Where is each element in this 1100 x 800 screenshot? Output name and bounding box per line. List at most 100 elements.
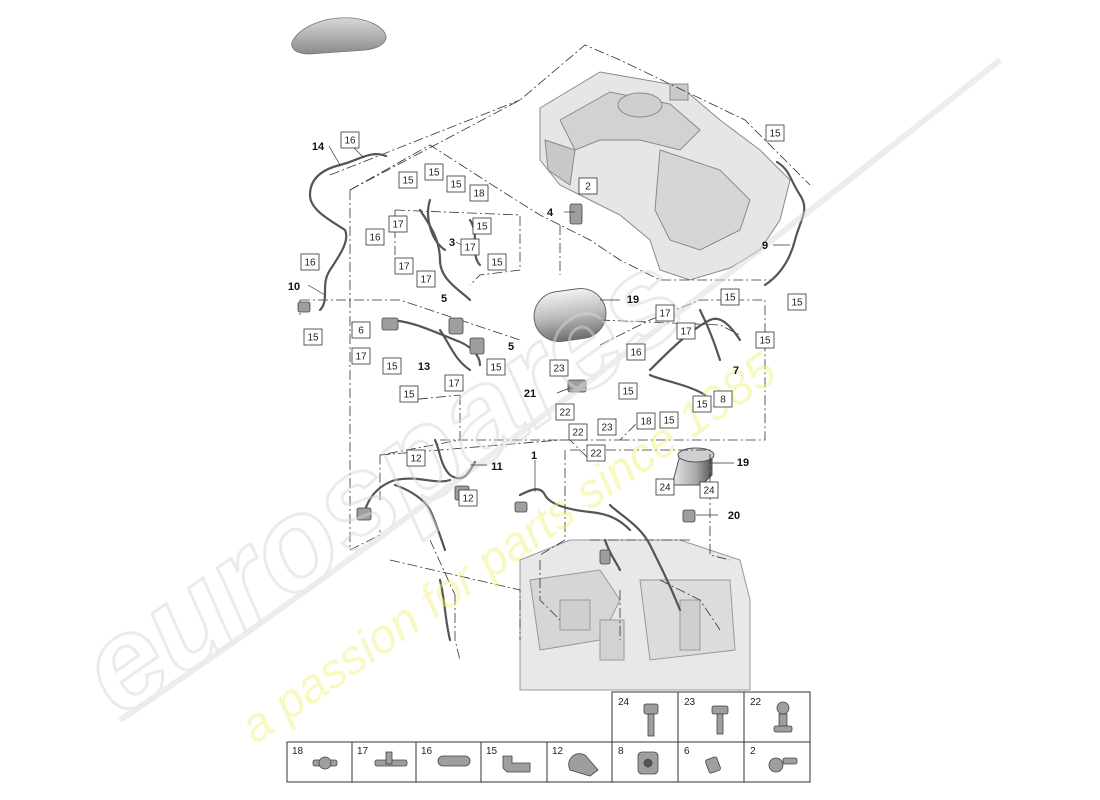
legend-tpiece-17-icon — [374, 751, 408, 767]
callout-c5a: 5 — [441, 293, 447, 305]
legend-grommet-8-icon — [637, 751, 659, 775]
label-box-b18a: 18 — [469, 184, 489, 202]
callout-c21: 21 — [524, 388, 536, 400]
label-box-b24a: 24 — [655, 478, 675, 496]
label-box-text: 18 — [640, 417, 652, 428]
label-box-b23b: 23 — [597, 418, 617, 436]
label-box-text: 6 — [358, 326, 364, 337]
callout-c9: 9 — [762, 240, 768, 252]
label-box-text: 17 — [398, 262, 410, 273]
assembly-outline-lines — [299, 44, 811, 661]
label-box-text: 22 — [590, 449, 602, 460]
label-box-b15a: 15 — [398, 171, 418, 189]
label-box-text: 23 — [601, 423, 613, 434]
label-box-b15e: 15 — [487, 253, 507, 271]
callout-c10: 10 — [288, 281, 300, 293]
box-labels: 16 15 15 15 18 17 15 16 17 17 17 15 16 15 6 17 15 15 17 15 2… — [300, 124, 807, 507]
label-box-b22c: 22 — [586, 444, 606, 462]
label-box-text: 15 — [386, 362, 398, 373]
label-box-b23a: 23 — [549, 359, 569, 377]
label-box-text: 15 — [622, 387, 634, 398]
label-box-b16a: 16 — [340, 131, 360, 149]
label-box-text: 24 — [659, 483, 671, 494]
callout-c13: 13 — [418, 361, 430, 373]
label-box-b17d: 17 — [416, 270, 436, 288]
label-box-text: 17 — [392, 220, 404, 231]
callout-c4: 4 — [547, 207, 554, 219]
legend-number-22: 22 — [750, 697, 762, 708]
label-box-text: 16 — [630, 348, 642, 359]
label-box-b12b: 12 — [458, 489, 478, 507]
label-box-b22b: 22 — [568, 423, 588, 441]
label-box-text: 8 — [720, 395, 726, 406]
legend-bolt-23-icon — [711, 705, 729, 735]
callout-c11: 11 — [491, 461, 503, 473]
label-box-b15l: 15 — [755, 331, 775, 349]
label-box-b15d: 15 — [472, 217, 492, 235]
label-box-text: 2 — [585, 182, 591, 193]
legend-number-8: 8 — [618, 746, 624, 757]
engine-block-illustration — [519, 539, 751, 691]
label-box-text: 17 — [355, 352, 367, 363]
label-box-b15i: 15 — [486, 358, 506, 376]
legend-sensor-2-icon — [768, 757, 798, 773]
label-box-b17f: 17 — [444, 374, 464, 392]
legend-valve-18-icon — [312, 756, 338, 770]
label-box-b15p: 15 — [303, 328, 323, 346]
label-box-b17g: 17 — [655, 304, 675, 322]
label-box-b22a: 22 — [555, 403, 575, 421]
label-box-b16b: 16 — [365, 228, 385, 246]
legend-number-18: 18 — [292, 746, 304, 757]
label-box-text: 17 — [448, 379, 460, 390]
callout-c19a: 19 — [627, 294, 639, 306]
label-box-b2: 2 — [578, 177, 598, 195]
label-box-text: 12 — [410, 454, 422, 465]
label-box-text: 17 — [659, 309, 671, 320]
label-box-b16c: 16 — [300, 253, 320, 271]
label-box-text: 15 — [491, 258, 503, 269]
label-box-b6: 6 — [351, 321, 371, 339]
label-box-b15m: 15 — [618, 382, 638, 400]
label-box-text: 24 — [703, 486, 715, 497]
legend-number-12: 12 — [552, 746, 564, 757]
label-box-text: 15 — [769, 129, 781, 140]
legend-bolt-24-icon — [643, 703, 659, 737]
legend-plug-6-icon — [705, 756, 721, 774]
label-box-b15n: 15 — [692, 395, 712, 413]
label-box-text: 17 — [680, 327, 692, 338]
label-box-b17e: 17 — [351, 347, 371, 365]
label-box-b24b: 24 — [699, 481, 719, 499]
label-box-b8: 8 — [713, 390, 733, 408]
label-box-b15h: 15 — [399, 385, 419, 403]
legend-number-2: 2 — [750, 746, 756, 757]
label-box-b15g: 15 — [382, 357, 402, 375]
label-box-text: 16 — [304, 258, 316, 269]
label-box-text: 22 — [559, 408, 571, 419]
legend-number-24: 24 — [618, 697, 630, 708]
label-box-b16d: 16 — [626, 343, 646, 361]
legend-number-16: 16 — [421, 746, 433, 757]
legend-hose-16-icon — [437, 755, 471, 767]
label-box-text: 15 — [696, 400, 708, 411]
legend-clamp-12-icon — [568, 753, 599, 777]
intake-manifold-illustration — [539, 71, 791, 281]
label-box-text: 15 — [791, 298, 803, 309]
label-box-b12a: 12 — [406, 449, 426, 467]
label-box-text: 16 — [369, 233, 381, 244]
label-box-text: 15 — [490, 363, 502, 374]
car-thumbnail-icon — [291, 17, 387, 55]
callout-c3: 3 — [449, 237, 455, 249]
label-box-b17h: 17 — [676, 322, 696, 340]
label-box-text: 18 — [473, 189, 485, 200]
vacuum-reservoir-19 — [533, 287, 607, 343]
label-box-text: 22 — [572, 428, 584, 439]
legend-stud-22-icon — [773, 701, 793, 733]
label-box-b17b: 17 — [460, 238, 480, 256]
callout-c14: 14 — [312, 141, 325, 153]
label-box-text: 15 — [307, 333, 319, 344]
callout-c19b: 19 — [737, 457, 749, 469]
legend-elbow-15-icon — [502, 755, 531, 773]
vacuum-hoses — [308, 153, 806, 642]
label-box-b15f: 15 — [765, 124, 785, 142]
